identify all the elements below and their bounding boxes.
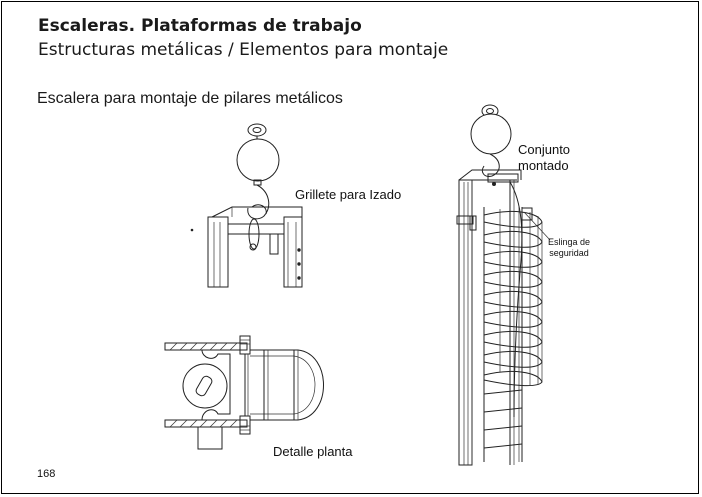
column-flange-right [283, 216, 303, 288]
label-grillete: Grillete para Izado [295, 187, 402, 202]
ball-plan [182, 363, 228, 409]
bolt-top [239, 335, 251, 355]
column-flange-left [207, 216, 229, 288]
eye-ring [247, 123, 267, 137]
page-title: Escaleras. Plataformas de trabajo [38, 16, 362, 36]
assembled-ladder-drawing [456, 104, 551, 466]
hook [247, 184, 270, 220]
label-conjunto-line1: Conjunto [518, 142, 571, 157]
page-subtitle: Estructuras metálicas / Elementos para m… [38, 40, 449, 60]
label-conjunto-line2: montado [518, 158, 569, 173]
ladder-hoop [250, 349, 324, 421]
label-eslinga-line2: seguridad [549, 248, 589, 258]
shackle-lifting-drawing [190, 123, 303, 288]
plan-detail-drawing [164, 335, 324, 450]
section-heading: Escalera para montaje de pilares metálic… [37, 90, 343, 107]
label-conjunto-montado: Conjunto montado [518, 142, 570, 174]
hoist-ball-assembled [470, 113, 512, 155]
label-eslinga: Eslinga de seguridad [548, 237, 590, 259]
label-eslinga-line1: Eslinga de [548, 237, 591, 247]
page-number: 168 [37, 468, 56, 480]
label-detalle-planta: Detalle planta [273, 444, 353, 459]
bolt-bottom [239, 415, 251, 435]
hoist-ball [236, 138, 280, 182]
safety-sling [509, 181, 523, 418]
